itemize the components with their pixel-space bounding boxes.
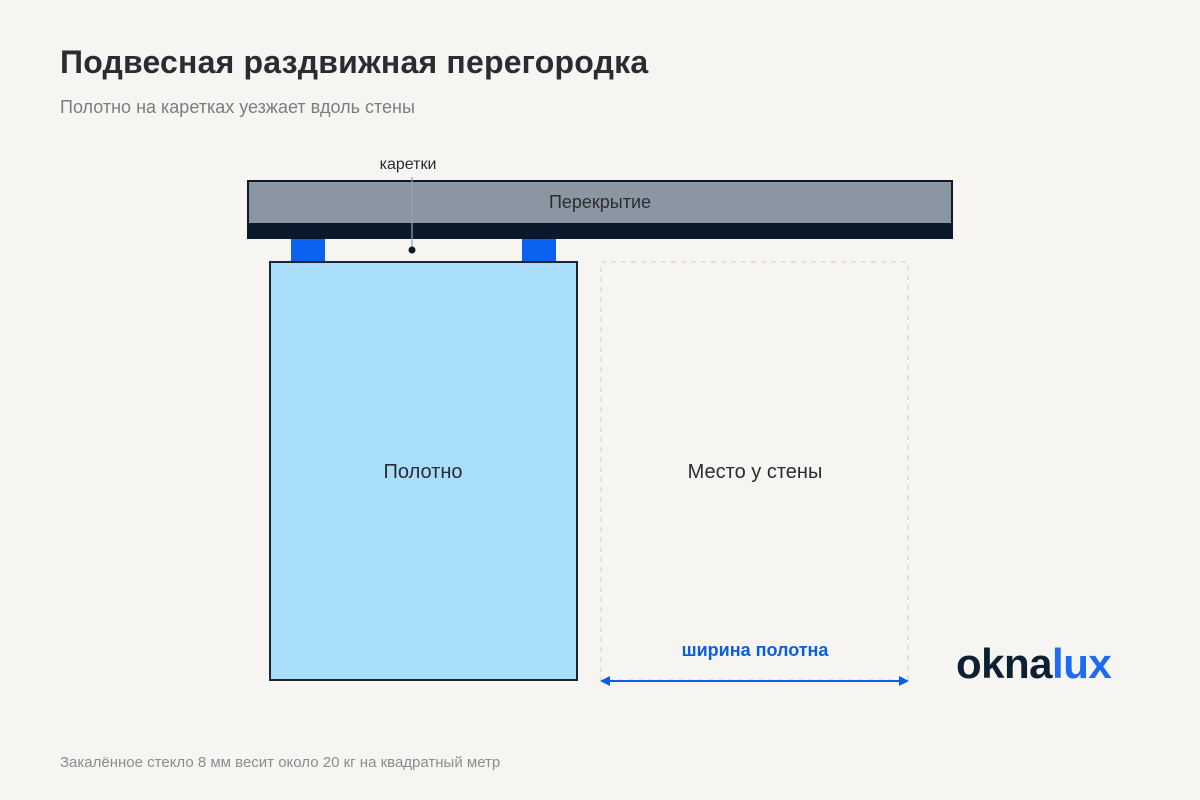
page-subtitle: Полотно на каретках уезжает вдоль стены	[60, 97, 415, 117]
brand-logo: oknalux	[956, 640, 1112, 688]
wall-space-outline	[600, 261, 909, 681]
carriage-right	[522, 239, 556, 262]
width-arrow-left	[600, 676, 610, 686]
ceiling-label: Перекрытие	[549, 192, 651, 212]
wall-space-label: Место у стены	[688, 461, 823, 483]
width-arrow-right	[899, 676, 909, 686]
logo-part-lux: lux	[1052, 640, 1112, 687]
page-title: Подвесная раздвижная перегородка	[60, 44, 649, 80]
width-label: ширина полотна	[682, 640, 830, 660]
ceiling-slab	[247, 180, 953, 225]
footnote: Закалённое стекло 8 мм весит около 20 кг…	[60, 754, 501, 771]
carriages-leader-dot	[408, 246, 416, 254]
logo-part-okna: okna	[956, 640, 1053, 687]
carriage-left	[291, 239, 325, 262]
carriages-label: каретки	[380, 156, 437, 173]
rail	[247, 223, 953, 239]
panel-label: Полотно	[384, 461, 463, 483]
panel	[269, 261, 578, 681]
